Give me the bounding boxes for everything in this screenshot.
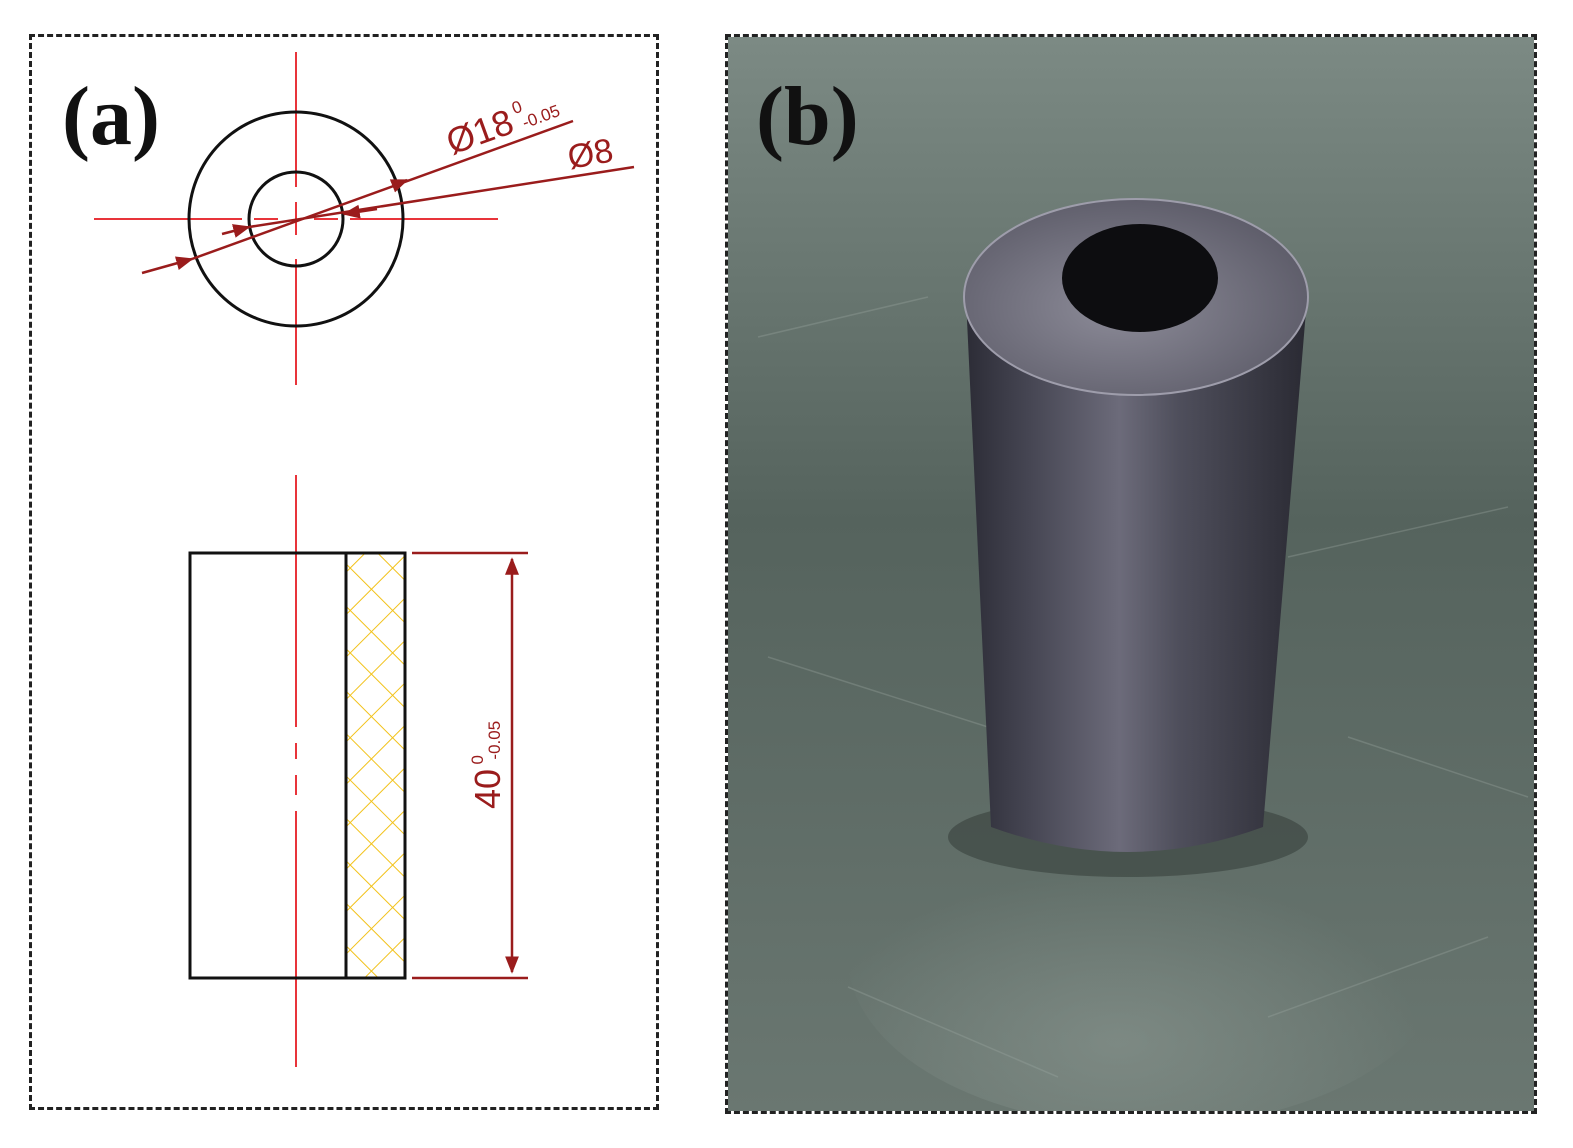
panel-b-photo: (b)	[725, 34, 1537, 1114]
length-dimension-lines	[412, 551, 528, 980]
panel-a-label: (a)	[62, 70, 160, 163]
length-label: 40 0 -0.05	[467, 721, 508, 809]
sleeve-photo	[728, 37, 1534, 1111]
panel-a-drawing: (a)	[29, 34, 659, 1110]
surface-reflection	[848, 787, 1448, 1111]
outer-diameter-label: Ø18 0 -0.05	[441, 84, 564, 162]
surface-scratches	[757, 296, 1529, 1078]
outer-circle	[187, 110, 405, 328]
inner-circle	[247, 170, 345, 268]
inner-diameter-label: Ø8	[565, 132, 616, 177]
sleeve-body	[966, 299, 1307, 852]
technical-drawing: Ø18 0 -0.05 Ø8 40 0	[94, 52, 635, 1067]
sleeve-bore	[1062, 224, 1218, 332]
diameter-leader-lines	[141, 119, 635, 275]
side-view-outline	[188, 551, 407, 980]
section-hatch	[346, 553, 405, 978]
panel-b-label: (b)	[756, 70, 859, 163]
